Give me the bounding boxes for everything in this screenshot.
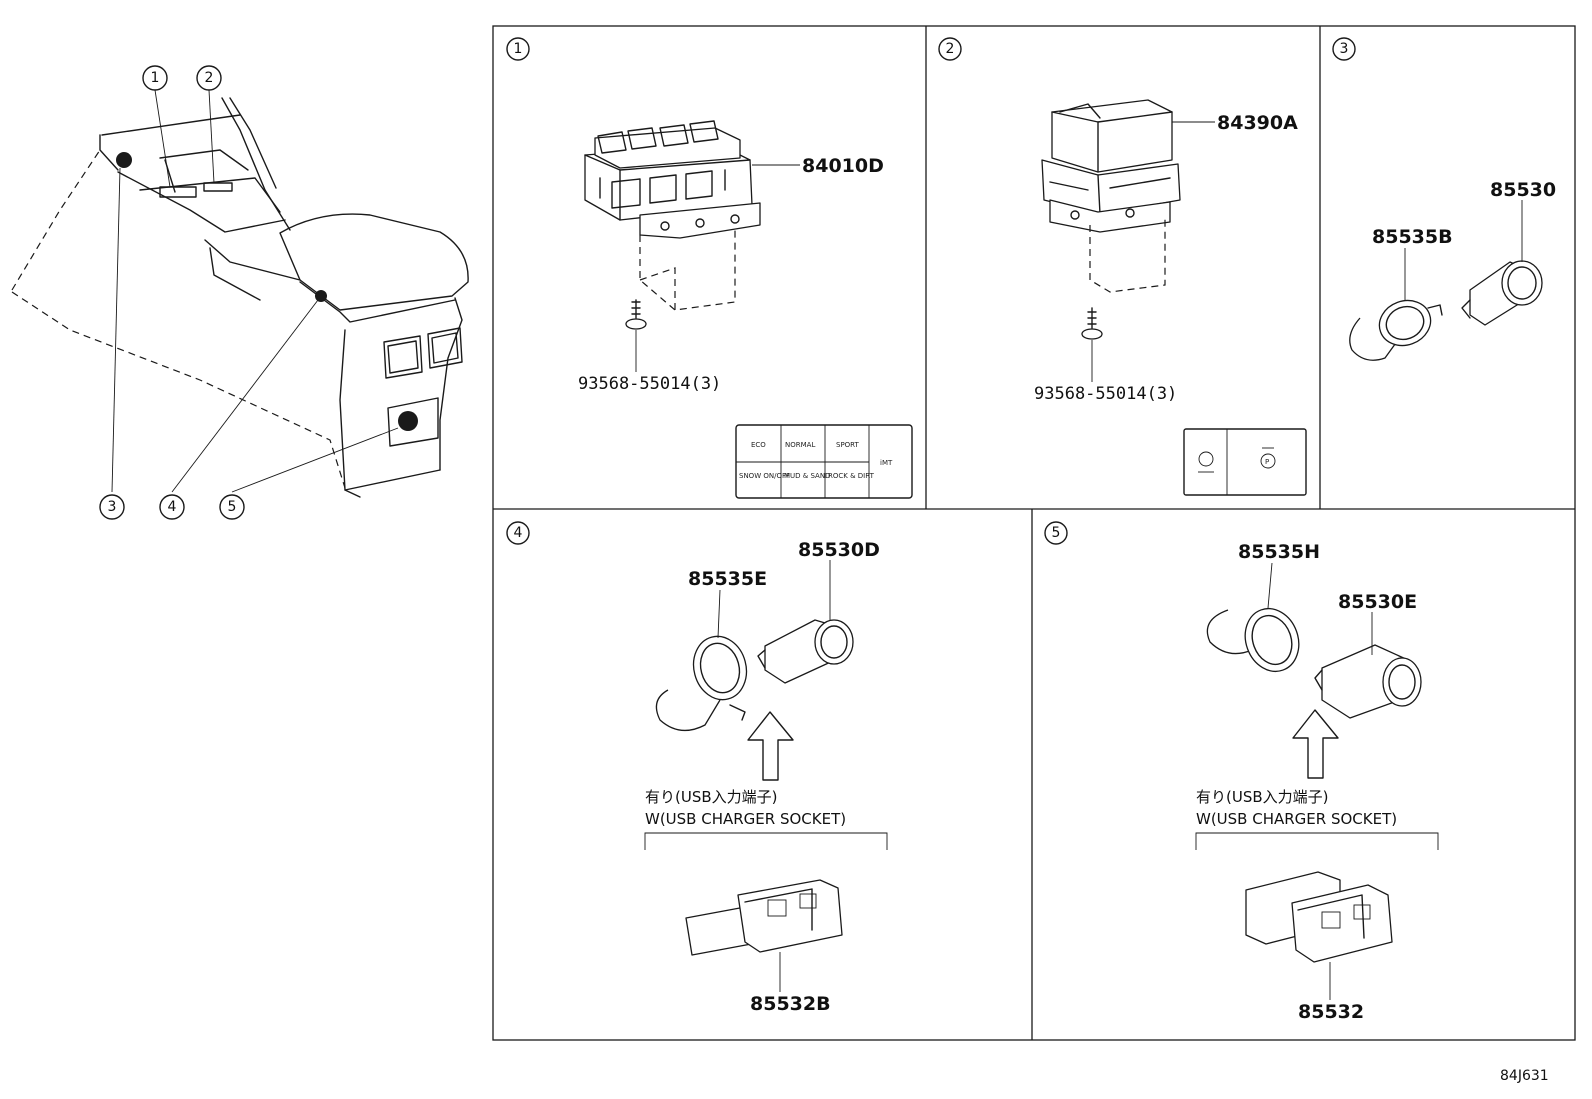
panel-1: 1 93568-55014(3) 84010D (506, 37, 913, 499)
usb-socket-85532B: 85532B (685, 879, 843, 1015)
up-arrow-icon (1292, 709, 1339, 779)
svg-text:SPORT: SPORT (836, 441, 860, 449)
part-number-85530: 85530 (1490, 179, 1556, 201)
socket-85535H: 85535H (1206, 541, 1320, 673)
panel-4: 4 85535E 85530D 有り(USB入力端子) W(USB CHARGE… (506, 521, 888, 1015)
part-number-85535B: 85535B (1372, 226, 1453, 248)
socket-85530: 85530 (1461, 179, 1556, 326)
svg-text:2: 2 (205, 70, 214, 86)
switch-assembly-84390A (1041, 99, 1181, 233)
svg-text:SNOW ON/OFF: SNOW ON/OFF (739, 472, 790, 480)
svg-text:MUD & SAND: MUD & SAND (784, 472, 830, 480)
figure-reference: 84J631 (1500, 1068, 1549, 1084)
callout-4: 4 (159, 494, 185, 520)
brake-switch-inset: P (1183, 428, 1307, 496)
condition-jp-5: 有り(USB入力端子) (1196, 788, 1329, 806)
socket-85535E: 85535E (655, 568, 767, 732)
svg-text:4: 4 (168, 499, 177, 515)
screw-part-number-2: 93568-55014(3) (1034, 384, 1177, 404)
svg-text:3: 3 (108, 499, 117, 515)
callout-3: 3 (99, 494, 125, 520)
part-number-84390A: 84390A (1217, 112, 1298, 134)
callout-2: 2 (196, 65, 222, 91)
callout-1: 1 (142, 65, 168, 91)
part-number-85532: 85532 (1298, 1001, 1364, 1023)
svg-text:4: 4 (514, 525, 523, 541)
console-overview (11, 89, 469, 498)
svg-text:1: 1 (514, 41, 523, 57)
up-arrow-icon (747, 711, 794, 781)
usb-socket-85532: 85532 (1245, 871, 1393, 1023)
part-number-85535E: 85535E (688, 568, 767, 590)
panel-frames (492, 25, 1576, 1041)
panel-2: 2 93568-55014(3) 84390A P (938, 37, 1307, 496)
socket-85535B: 85535B (1349, 226, 1453, 361)
part-number-84010D: 84010D (802, 155, 884, 177)
part-number-85530D: 85530D (798, 539, 880, 561)
socket-85530D: 85530D (757, 539, 880, 684)
parking-icon: P (1265, 458, 1269, 466)
svg-text:3: 3 (1340, 41, 1349, 57)
svg-text:2: 2 (946, 41, 955, 57)
svg-text:1: 1 (151, 70, 160, 86)
condition-jp-4: 有り(USB入力端子) (645, 788, 778, 806)
part-number-85530E: 85530E (1338, 591, 1417, 613)
svg-text:iMT: iMT (880, 459, 893, 467)
screw-part-number-1: 93568-55014(3) (578, 374, 721, 394)
callout-5: 5 (219, 494, 245, 520)
svg-text:5: 5 (228, 499, 237, 515)
switch-face-inset: ECO NORMAL SPORT SNOW ON/OFF MUD & SAND … (735, 424, 913, 499)
svg-text:ECO: ECO (751, 441, 766, 449)
condition-en-5: W(USB CHARGER SOCKET) (1196, 810, 1397, 828)
part-number-85532B: 85532B (750, 993, 831, 1015)
panel-3: 3 85535B 85530 (1332, 37, 1556, 361)
part-number-85535H: 85535H (1238, 541, 1320, 563)
svg-text:NORMAL: NORMAL (785, 441, 815, 449)
condition-en-4: W(USB CHARGER SOCKET) (645, 810, 846, 828)
panel-5: 5 85535H 85530E 有り(USB入力端子) W(USB CHARGE… (1044, 521, 1439, 1023)
svg-text:ROCK & DIRT: ROCK & DIRT (828, 472, 875, 480)
socket-85530E: 85530E (1314, 591, 1422, 719)
svg-text:5: 5 (1052, 525, 1061, 541)
switch-assembly-84010D (584, 120, 761, 239)
